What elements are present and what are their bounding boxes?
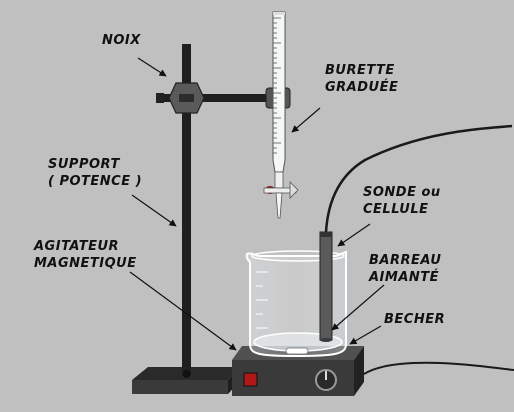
leader-lines [129,57,385,351]
stirrer-cable [363,361,514,375]
label-noix: NOIX [102,33,141,48]
label-sonde-cellule: SONDE ou CELLULE [363,185,441,217]
burette [263,11,299,219]
stirrer-power-button[interactable] [243,372,258,387]
label-support-potence: SUPPORT ( POTENCE ) [48,157,143,189]
probe-cable [324,124,513,233]
label-agitateur-magnetique: AGITATEUR MAGNETIQUE [34,239,137,271]
label-barreau-aimante: BARREAU AIMANTÉ [369,253,442,285]
noix-bosshead [156,82,205,114]
label-becher: BECHER [384,312,446,327]
probe [319,231,333,342]
magnetic-bar [285,347,309,355]
clamp-arm [160,94,270,102]
support-rod [182,44,191,374]
label-burette-graduee: BURETTE GRADUÉE [325,63,399,95]
